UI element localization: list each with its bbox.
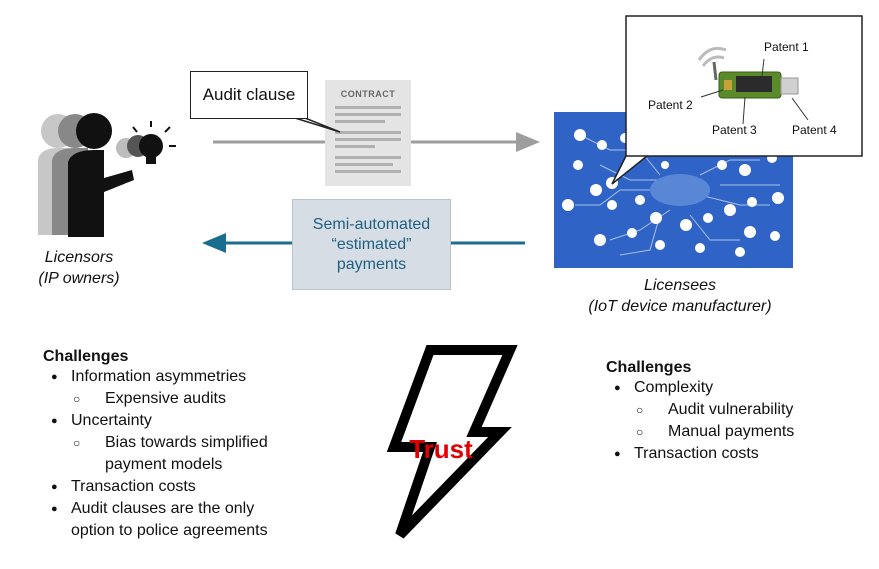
- payment-arrow: [202, 233, 525, 253]
- list-item: Complexity Audit vulnerability Manual pa…: [606, 377, 866, 443]
- patent-1-label: Patent 1: [764, 40, 809, 54]
- challenge-subtext: Expensive audits: [105, 390, 226, 407]
- challenge-text: Transaction costs: [634, 445, 759, 462]
- lightning-bolt-icon: [386, 345, 518, 539]
- usb-device-icon: [697, 46, 799, 99]
- challenge-text: Uncertainty: [71, 412, 152, 429]
- list-item: Bias towards simplified payment models: [71, 432, 343, 476]
- payments-line-1: Semi-automated: [312, 215, 431, 233]
- list-item: Information asymmetries Expensive audits: [43, 366, 343, 410]
- challenge-text: Transaction costs: [71, 478, 196, 495]
- license-arrow: [213, 132, 540, 152]
- licensors-sublabel: (IP owners): [38, 270, 120, 287]
- list-item: Transaction costs: [606, 443, 866, 465]
- licensors-caption: Licensors (IP owners): [14, 247, 144, 289]
- list-item: Audit clauses are the only option to pol…: [43, 498, 343, 542]
- patent-4-label: Patent 4: [792, 123, 837, 137]
- list-item: Expensive audits: [71, 388, 343, 410]
- payments-box: Semi-automated “estimated” payments: [292, 199, 451, 290]
- licensees-caption: Licensees (IoT device manufacturer): [560, 275, 800, 317]
- challenge-text: Audit clauses are the only: [71, 500, 255, 517]
- audit-clause-label: Audit clause: [202, 85, 296, 104]
- challenge-text: option to police agreements: [71, 522, 268, 539]
- licensor-challenges-title: Challenges: [43, 348, 129, 365]
- contract-title: CONTRACT: [340, 89, 396, 99]
- list-item: Manual payments: [634, 421, 866, 443]
- patent-3-label: Patent 3: [712, 123, 757, 137]
- trust-label: Trust: [409, 434, 473, 464]
- list-item: Transaction costs: [43, 476, 343, 498]
- licensor-challenges: Challenges Information asymmetries Expen…: [43, 348, 343, 542]
- contract-document-icon: [325, 80, 411, 186]
- licensees-label: Licensees: [643, 277, 717, 294]
- licensees-sublabel: (IoT device manufacturer): [588, 298, 772, 315]
- list-item: Uncertainty Bias towards simplified paym…: [43, 410, 343, 476]
- patent-leaders: [700, 58, 809, 125]
- payments-line-2: “estimated”: [331, 235, 412, 253]
- list-item: Audit vulnerability: [634, 399, 866, 421]
- challenge-text: Complexity: [634, 379, 714, 396]
- challenge-subtext: payment models: [105, 456, 223, 473]
- challenge-text: Information asymmetries: [71, 368, 247, 385]
- licensor-challenges-list: Information asymmetries Expensive audits…: [43, 366, 343, 542]
- challenge-subtext: Audit vulnerability: [668, 401, 794, 418]
- challenge-subtext: Manual payments: [668, 423, 795, 440]
- audit-clause-callout: Audit clause: [190, 71, 308, 119]
- lightbulb-icon: [116, 121, 176, 164]
- licensors-label: Licensors: [44, 249, 114, 266]
- licensee-challenges: Challenges Complexity Audit vulnerabilit…: [606, 359, 866, 465]
- patent-2-label: Patent 2: [648, 98, 693, 112]
- licensee-challenges-title: Challenges: [606, 359, 692, 376]
- licensor-people-icon: [38, 113, 134, 237]
- payments-line-3: payments: [336, 255, 407, 273]
- challenge-subtext: Bias towards simplified: [105, 434, 268, 451]
- licensee-challenges-list: Complexity Audit vulnerability Manual pa…: [606, 377, 866, 465]
